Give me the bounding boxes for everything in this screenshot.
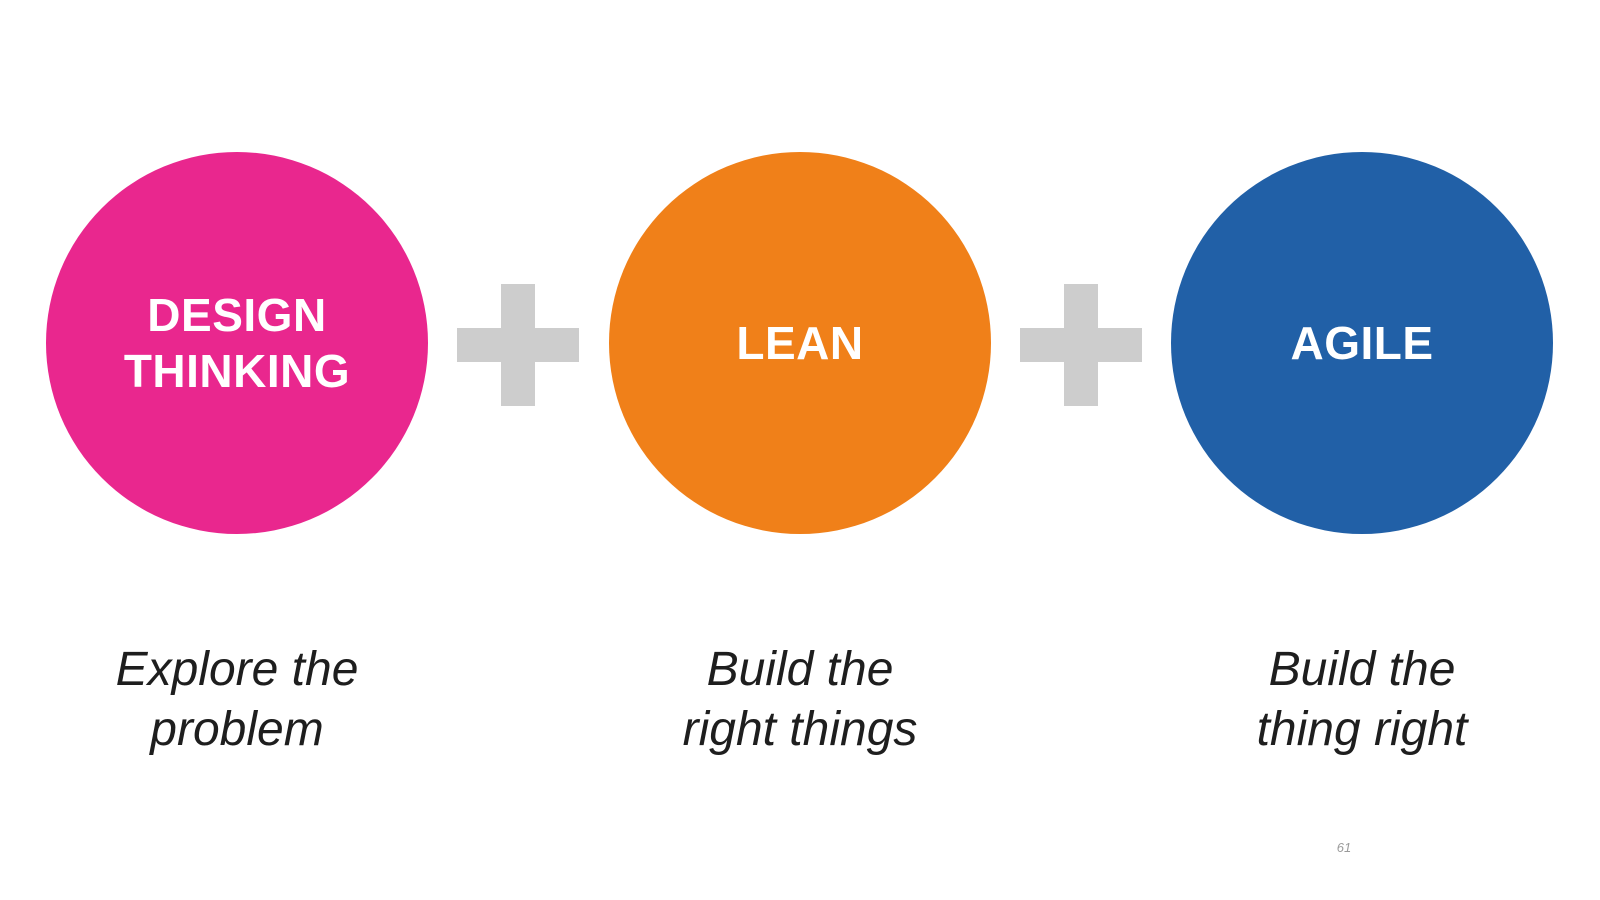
agile-caption: Build the thing right xyxy=(1256,643,1468,756)
page-number: 61 xyxy=(1336,840,1352,855)
plus-vertical-bar xyxy=(1064,284,1098,406)
lean-circle: LEAN xyxy=(609,152,991,534)
plus-vertical-bar xyxy=(501,284,535,406)
plus-icon xyxy=(457,284,579,406)
lean-caption: Build the right things xyxy=(682,643,918,756)
plus-icon xyxy=(1020,284,1142,406)
design-thinking-caption: Explore the problem xyxy=(115,643,359,756)
agile-circle: AGILE xyxy=(1171,152,1553,534)
lean-label: LEAN xyxy=(736,316,864,369)
design-thinking-circle: DESIGN THINKING xyxy=(46,152,428,534)
design-thinking-label: DESIGN THINKING xyxy=(123,288,351,397)
agile-label: AGILE xyxy=(1290,316,1434,369)
